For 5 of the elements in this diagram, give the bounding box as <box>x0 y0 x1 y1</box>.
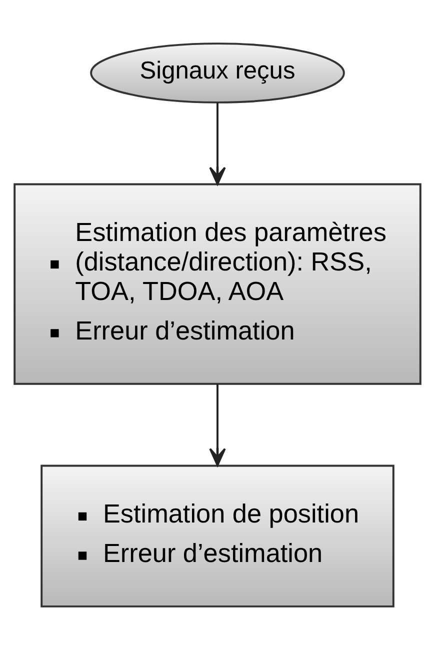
arrow <box>209 384 226 466</box>
node-box: Estimation de position Erreur d’estimation <box>40 464 394 608</box>
node-ellipse: Signaux reçus <box>90 42 345 104</box>
node-box: Estimation des paramètres (distance/direction): RSS, TOA, TDOA, AOA Erreur d’estimation <box>14 183 422 385</box>
arrow <box>209 102 226 185</box>
